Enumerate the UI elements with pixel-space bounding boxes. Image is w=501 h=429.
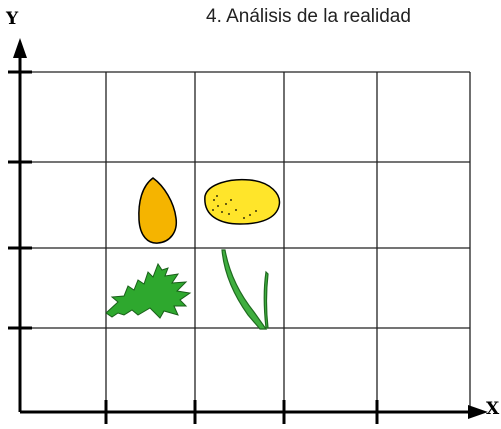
green-stem-icon (221, 249, 269, 330)
page-title: 4. Análisis de la realidad (206, 6, 411, 27)
yellow-potato-icon (204, 178, 281, 225)
x-axis-label: X (486, 399, 500, 419)
axes (8, 52, 474, 424)
grid-lines (20, 71, 471, 412)
orange-seed-icon (138, 177, 178, 244)
y-axis-arrow-icon (13, 38, 27, 58)
y-axis-label: Y (5, 9, 19, 29)
green-leaf-icon (105, 262, 192, 319)
x-axis-arrow-icon (468, 405, 488, 419)
